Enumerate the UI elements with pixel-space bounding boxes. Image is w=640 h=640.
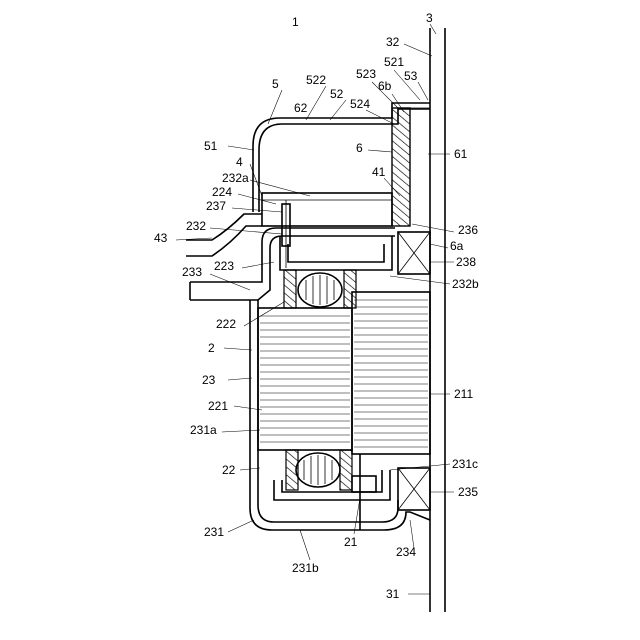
- leader-line: [412, 224, 454, 232]
- leader-line: [418, 82, 428, 100]
- ref-224: 224: [212, 185, 232, 199]
- ref-1: 1: [292, 15, 299, 29]
- ref-231a: 231a: [190, 423, 217, 437]
- ref-62: 62: [294, 101, 308, 115]
- ref-3: 3: [426, 11, 433, 25]
- ref-234: 234: [396, 545, 416, 559]
- ref-31: 31: [386, 587, 400, 601]
- upper-bearing: [284, 270, 356, 308]
- leader-line: [430, 24, 436, 34]
- ref-235: 235: [458, 485, 478, 499]
- leader-line: [228, 520, 254, 532]
- leader-line: [238, 194, 276, 204]
- leader-line: [222, 430, 260, 432]
- ref-524: 524: [350, 97, 370, 111]
- ref-22: 22: [222, 463, 236, 477]
- ref-231c: 231c: [452, 457, 478, 471]
- leader-line: [224, 348, 252, 350]
- sealing-plate: [392, 108, 410, 226]
- ref-232: 232: [186, 219, 206, 233]
- ref-222: 222: [216, 317, 236, 331]
- leader-line: [366, 110, 394, 124]
- leader-line: [330, 100, 346, 120]
- ref-5: 5: [272, 77, 279, 91]
- ref-6b: 6b: [378, 79, 392, 93]
- ref-53: 53: [404, 69, 418, 83]
- leader-line: [354, 498, 360, 534]
- ref-231b: 231b: [292, 561, 319, 575]
- leader-line: [306, 86, 326, 120]
- leader-line: [390, 276, 450, 284]
- leader-line: [410, 520, 414, 548]
- ref-2: 2: [208, 341, 215, 355]
- ref-231: 231: [204, 525, 224, 539]
- ref-21: 21: [344, 535, 358, 549]
- leader-line: [228, 146, 254, 150]
- leader-line: [300, 530, 310, 560]
- ref-211: 211: [454, 387, 473, 401]
- ref-522: 522: [306, 73, 326, 87]
- upper-bearing-cup: [280, 236, 392, 270]
- ref-232a: 232a: [222, 171, 249, 185]
- ref-223: 223: [214, 259, 234, 273]
- ref-4: 4: [236, 155, 243, 169]
- ref-32: 32: [386, 35, 400, 49]
- leader-line: [404, 44, 432, 56]
- ref-221: 221: [208, 399, 228, 413]
- leader-line: [368, 150, 392, 152]
- ref-43: 43: [154, 231, 168, 245]
- ref-61: 61: [454, 147, 468, 161]
- lower-bearing: [286, 450, 352, 490]
- upper-seal-block: [398, 232, 430, 274]
- ref-523: 523: [356, 67, 376, 81]
- ref-6a: 6a: [450, 239, 464, 253]
- leader-line: [232, 208, 282, 212]
- rotor: [352, 292, 430, 454]
- ref-41: 41: [372, 165, 386, 179]
- ref-51: 51: [204, 139, 218, 153]
- leader-line: [228, 378, 252, 380]
- ref-232b: 232b: [452, 277, 479, 291]
- leader-line: [390, 464, 450, 470]
- mounting-plate: [430, 28, 445, 612]
- ref-237: 237: [206, 199, 226, 213]
- ref-521: 521: [384, 55, 404, 69]
- lower-seal-block: [398, 468, 430, 510]
- ref-23: 23: [202, 373, 216, 387]
- ref-236: 236: [458, 223, 478, 237]
- ref-52: 52: [330, 87, 344, 101]
- ref-6: 6: [356, 141, 363, 155]
- ref-233: 233: [182, 265, 202, 279]
- leader-line: [250, 164, 262, 196]
- ref-238: 238: [456, 255, 476, 269]
- stator-core: [258, 308, 352, 450]
